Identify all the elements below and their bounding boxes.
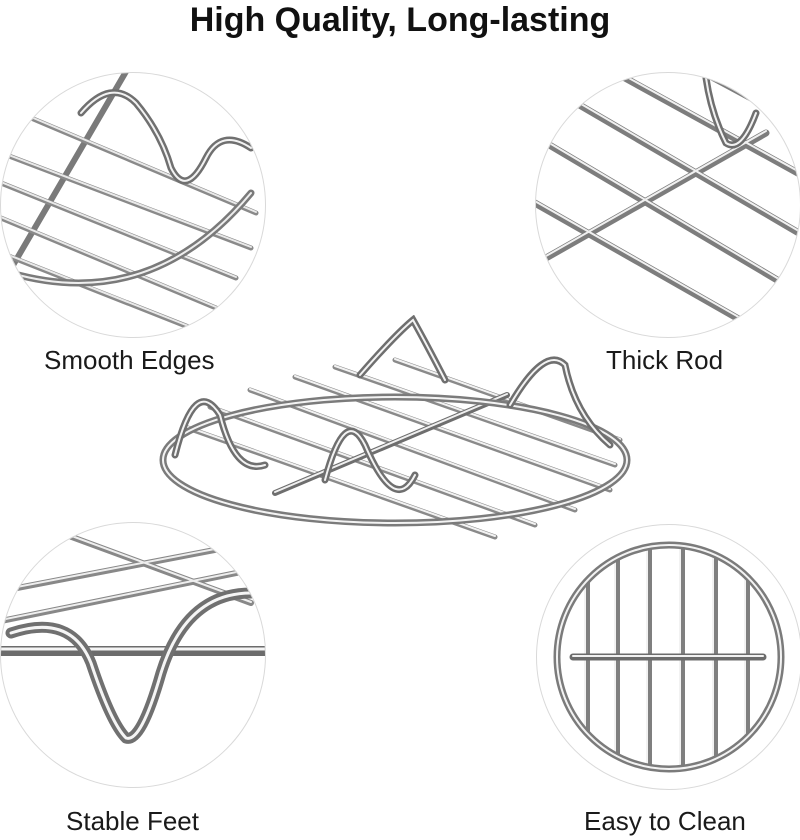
rack-feet-closeup-image xyxy=(1,530,265,744)
feature-label-smooth-edges: Smooth Edges xyxy=(44,345,215,375)
detail-circle-easy-to-clean xyxy=(536,524,800,790)
feature-label-easy-to-clean: Easy to Clean xyxy=(584,806,746,836)
rack-rod-closeup-image xyxy=(536,73,800,337)
steaming-rack-product-image xyxy=(159,315,631,540)
rack-top-view-image xyxy=(553,541,785,773)
rack-edge-closeup-image xyxy=(1,73,259,331)
feature-label-stable-feet: Stable Feet xyxy=(66,806,199,836)
page-title: High Quality, Long-lasting xyxy=(189,1,611,39)
detail-circle-thick-rod xyxy=(535,72,800,338)
feature-label-thick-rod: Thick Rod xyxy=(606,345,724,375)
detail-circle-smooth-edges xyxy=(0,72,266,338)
detail-circle-stable-feet xyxy=(0,522,266,788)
